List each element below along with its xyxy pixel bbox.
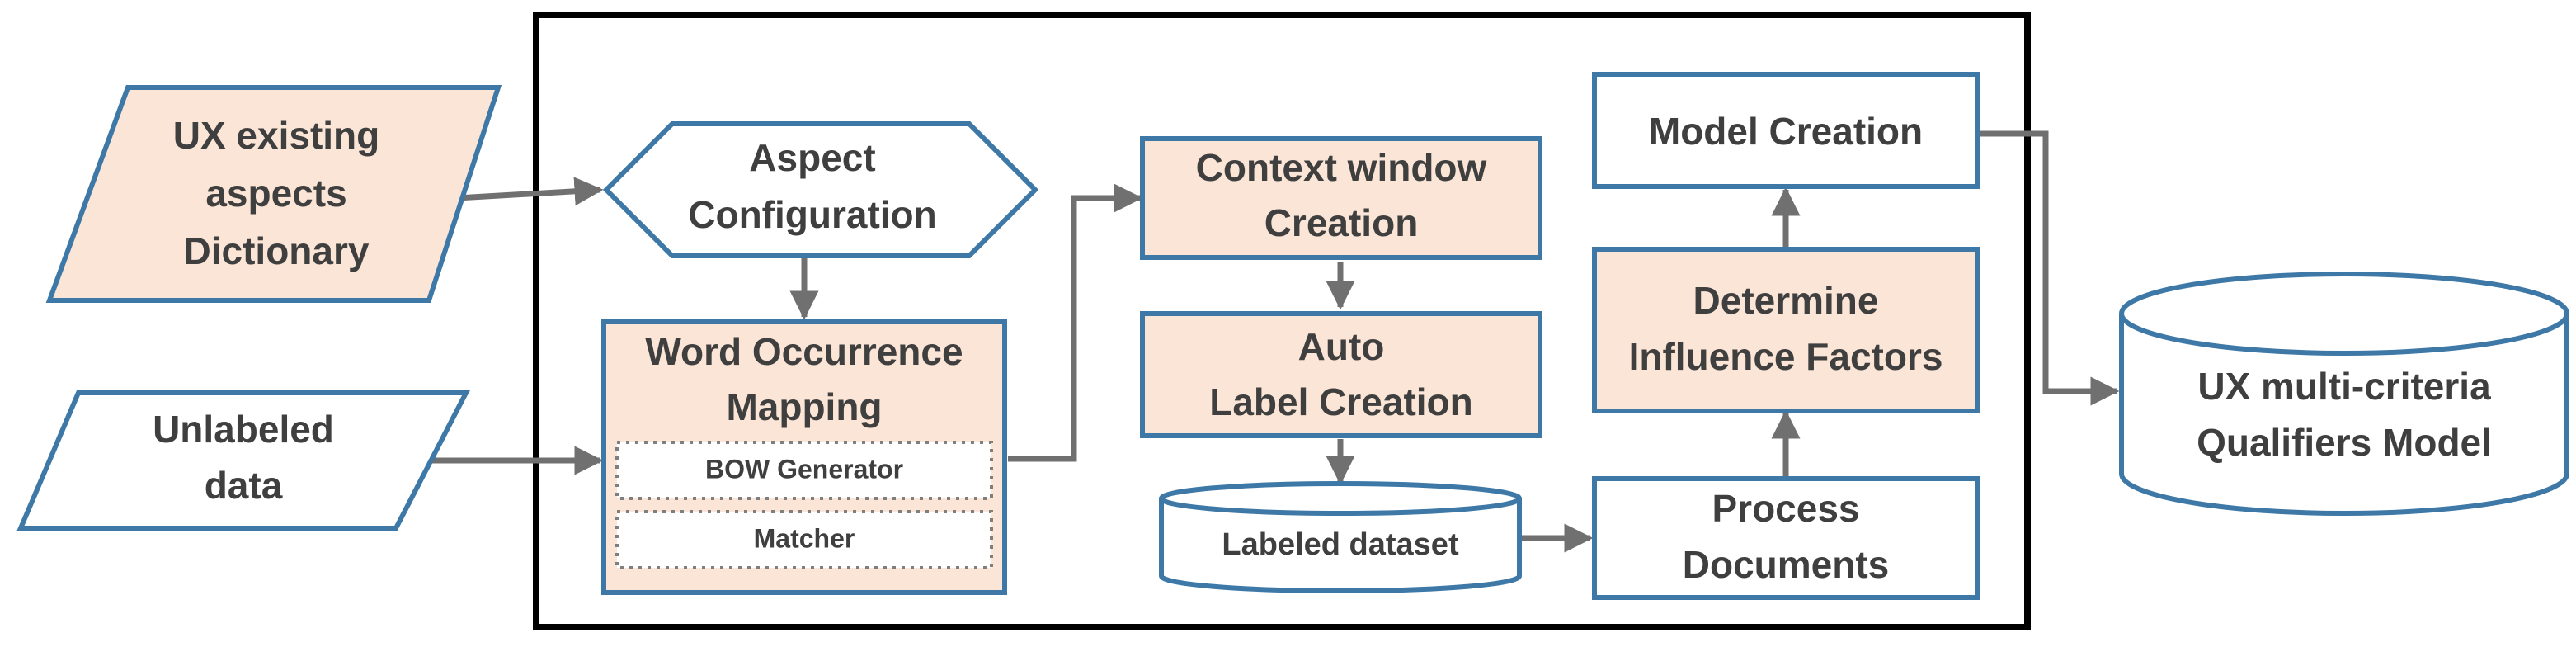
dictionary-label-line3: Dictionary (184, 229, 370, 272)
matcher-box (615, 510, 993, 569)
output-model-line1: UX multi-criteria (2197, 365, 2491, 408)
context-window-creation: Context window Creation (1140, 136, 1542, 260)
aspect-configuration-line1: Aspect (749, 136, 875, 179)
labeled-dataset-label: Labeled dataset (1222, 527, 1459, 562)
influence-factors-line1: Determine (1693, 279, 1879, 322)
arrow-word-occurrence-to-context-window (1008, 183, 1143, 462)
process-documents: Process Documents (1592, 476, 1980, 600)
model-creation-box (1592, 72, 1980, 189)
bow-generator-label: BOW Generator (705, 454, 903, 484)
input-dictionary: UX existing aspects Dictionary (45, 85, 502, 303)
output-model: UX multi-criteria Qualifiers Model (2119, 272, 2569, 516)
unlabeled-parallelogram (16, 390, 470, 531)
labeled-dataset-cylinder-rim (1159, 497, 1522, 516)
model-creation-label: Model Creation (1649, 110, 1923, 153)
context-window-line1: Context window (1196, 146, 1487, 189)
arrow-model-creation-to-output-model (1978, 130, 2120, 406)
output-model-cylinder-rim (2119, 313, 2569, 356)
auto-label-line1: Auto (1298, 325, 1385, 368)
process-documents-line1: Process (1712, 487, 1859, 530)
process-documents-line2: Documents (1683, 543, 1889, 586)
process-documents-box (1592, 476, 1980, 600)
unlabeled-label-line1: Unlabeled (153, 408, 334, 451)
context-window-line2: Creation (1264, 201, 1419, 244)
aspect-configuration: Aspect Configuration (602, 121, 1039, 258)
model-creation: Model Creation (1592, 72, 1980, 189)
arrow-dictionary-to-aspect (456, 177, 604, 206)
bow-generator-box (615, 441, 993, 500)
aspect-configuration-hexagon (602, 121, 1039, 258)
dictionary-label-line1: UX existing (173, 114, 380, 157)
word-occurrence-line1: Word Occurrence (645, 330, 963, 373)
dictionary-parallelogram (45, 85, 502, 303)
unlabeled-label-line2: data (205, 464, 283, 507)
input-unlabeled-data: Unlabeled data (16, 390, 470, 531)
pipeline-frame (533, 12, 2031, 630)
influence-factors-box (1592, 247, 1980, 413)
matcher-label: Matcher (754, 523, 855, 553)
auto-label-creation: Auto Label Creation (1140, 311, 1542, 438)
word-occurrence-line2: Mapping (726, 385, 882, 428)
dictionary-label-line2: aspects (205, 172, 346, 215)
output-model-cylinder (2119, 272, 2569, 516)
influence-factors-line2: Influence Factors (1629, 335, 1943, 378)
word-occurrence-mapping: Word Occurrence Mapping BOW Generator Ma… (601, 319, 1007, 595)
auto-label-box (1140, 311, 1542, 438)
determine-influence-factors: Determine Influence Factors (1592, 247, 1980, 413)
connectors (425, 130, 2120, 553)
auto-label-line2: Label Creation (1209, 380, 1473, 423)
output-model-line2: Qualifiers Model (2197, 421, 2492, 464)
context-window-box (1140, 136, 1542, 260)
aspect-configuration-line2: Configuration (688, 193, 937, 236)
labeled-dataset: Labeled dataset (1159, 481, 1522, 593)
